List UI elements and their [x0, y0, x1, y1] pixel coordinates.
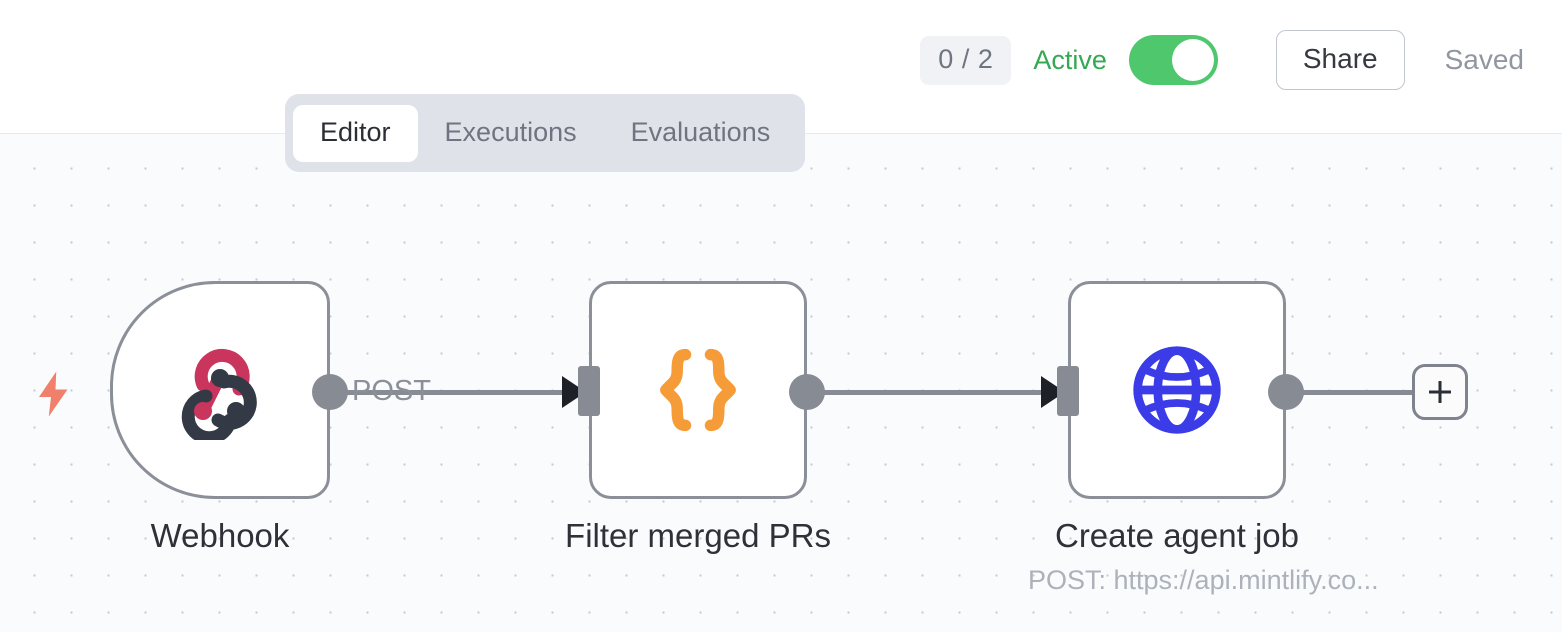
active-toggle[interactable] [1128, 35, 1218, 85]
workflow-canvas[interactable]: POST [0, 134, 1562, 632]
edge-label-post: POST [352, 375, 431, 407]
node-http-subtitle: POST: https://api.mintlify.co... [1028, 564, 1379, 595]
lightning-bolt-icon [36, 371, 72, 417]
node-webhook-body [113, 284, 327, 496]
saved-status-label: Saved [1444, 44, 1524, 75]
header-actions: 0 / 2 Active Share Saved [920, 0, 1524, 120]
globe-icon [1133, 346, 1221, 434]
node-filter-label: Filter merged PRs [549, 516, 847, 556]
tab-editor[interactable]: Editor [293, 104, 418, 162]
share-button[interactable]: Share [1275, 30, 1405, 90]
execution-count-badge: 0 / 2 [920, 35, 1012, 85]
node-filter-input-port[interactable] [578, 366, 600, 416]
toggle-knob [1171, 39, 1214, 81]
node-webhook-output-port[interactable] [312, 374, 348, 410]
node-webhook-label: Webhook [110, 516, 330, 556]
add-step-button[interactable] [1412, 364, 1468, 420]
edge-webhook-filter[interactable] [346, 390, 576, 395]
edge-http-add[interactable] [1302, 390, 1414, 395]
plus-icon [1429, 381, 1451, 403]
curly-braces-icon [660, 348, 736, 432]
node-filter[interactable] [589, 281, 807, 499]
node-webhook-title: Webhook [150, 517, 290, 554]
edge-filter-http[interactable] [823, 390, 1055, 395]
active-status-label: Active [1033, 44, 1107, 75]
node-http-label: Create agent job POST: https://api.mintl… [1028, 516, 1379, 596]
tab-executions[interactable]: Executions [444, 116, 577, 147]
node-http-title: Create agent job [1054, 517, 1299, 554]
node-filter-title: Filter merged PRs [565, 517, 831, 554]
node-webhook[interactable] [110, 281, 330, 499]
node-filter-body [592, 284, 804, 496]
node-http-output-port[interactable] [1268, 374, 1304, 410]
tab-evaluations[interactable]: Evaluations [630, 116, 771, 147]
view-tabs: Editor Executions Evaluations [285, 94, 806, 172]
node-http-body [1071, 284, 1283, 496]
node-http-request[interactable] [1068, 281, 1286, 499]
webhook-icon [181, 348, 257, 440]
node-http-input-port[interactable] [1057, 366, 1079, 416]
node-filter-output-port[interactable] [789, 374, 825, 410]
